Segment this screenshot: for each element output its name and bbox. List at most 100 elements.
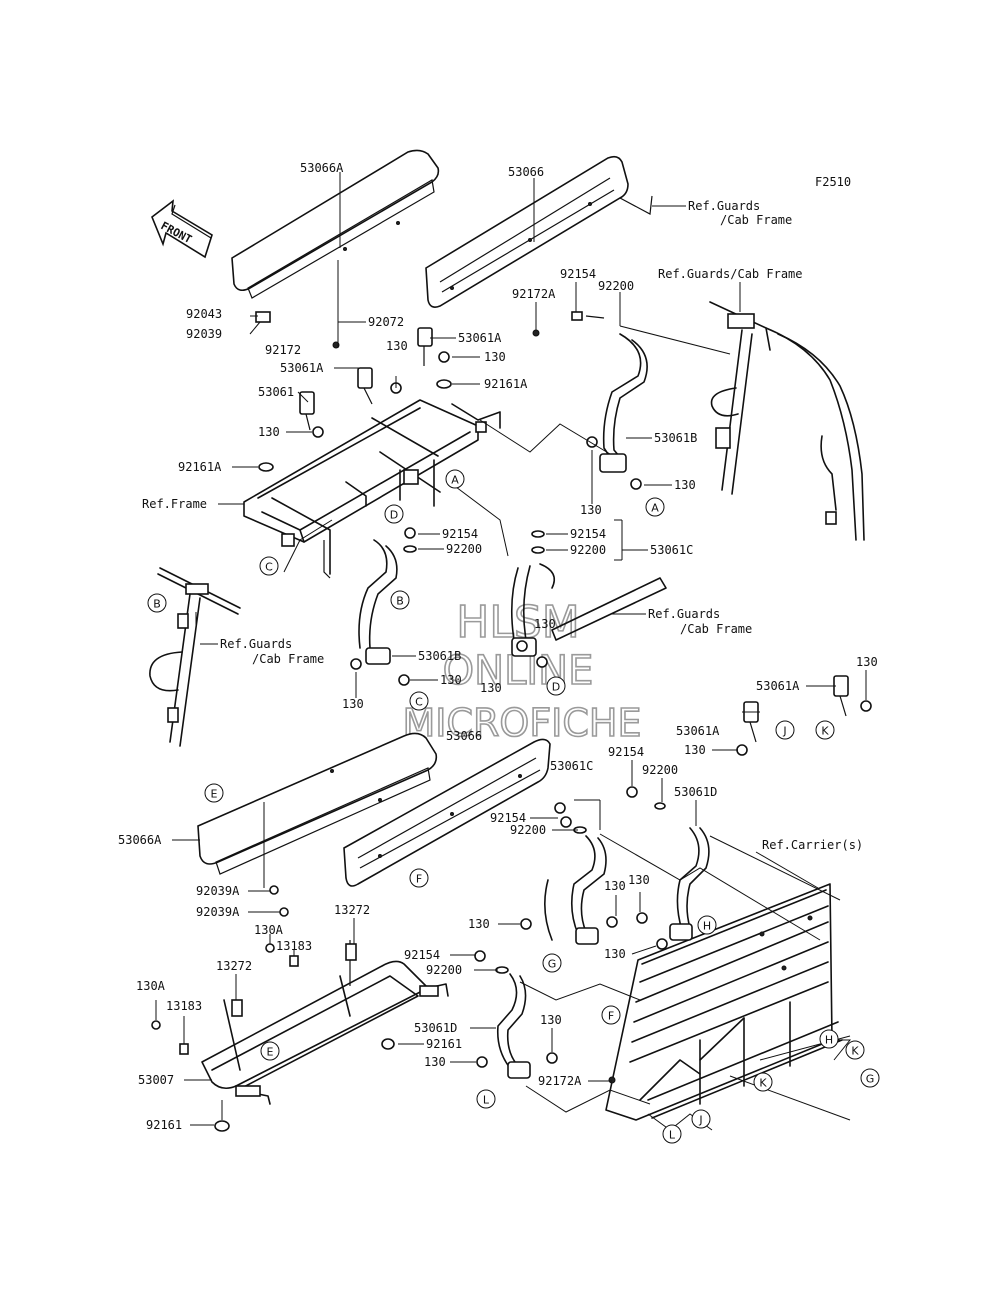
part-label: 130 [424,1055,446,1069]
seat-belt-lower-b [669,827,710,941]
cab-frame-right [709,301,865,541]
svg-text:K: K [851,1045,859,1058]
part-label: 53061 [258,385,294,399]
part-label: 13272 [216,959,252,973]
svg-text:B: B [153,598,161,611]
part-label: 92161A [178,460,222,474]
part-label: 130 [674,478,696,492]
part-label: 53066 [508,165,544,179]
part-label: 92161 [146,1118,182,1132]
part-label: 130 [540,1013,562,1027]
part-label: 53061A [458,331,502,345]
part-label: 53061C [550,759,593,773]
svg-text:H: H [703,920,711,933]
part-label: 92154 [570,527,606,541]
reference-labels: Ref.Guards /Cab Frame Ref.Guards/Cab Fra… [142,199,863,852]
ref-label: Ref.Frame [142,497,207,511]
seat-frame-lower [201,940,449,1105]
part-label: 130 [534,617,556,631]
part-label: 130 [468,917,490,931]
part-label: 130 [628,873,650,887]
carrier-bed [605,883,843,1121]
part-label: 130 [580,503,602,517]
part-label: 92200 [510,823,546,837]
part-label: 130 [856,655,878,669]
callout-marker: F [601,1005,621,1025]
seat-belt-lower-a [544,835,607,945]
watermark: HLSM ONLINE MICROFICHE [402,596,643,746]
callout-marker: F [409,868,429,888]
part-label: 130A [254,923,284,937]
part-label: 92072 [368,315,404,329]
callout-marker: D [384,504,404,524]
callout-marker: J [775,720,795,740]
part-label: 53061B [654,431,697,445]
part-label: 53061A [756,679,800,693]
callout-marker: L [662,1124,682,1144]
ref-label: /Cab Frame [252,652,324,666]
part-label: 53061B [418,649,461,663]
seat-belt-upper-right [599,333,648,473]
buckle-stalks-upper [299,327,433,431]
svg-text:A: A [651,502,659,515]
svg-text:F: F [416,873,422,886]
seat-backrest-upper [425,155,653,308]
svg-text:J: J [698,1114,702,1127]
part-label: 130A [136,979,166,993]
svg-text:D: D [552,681,560,694]
callout-marker: K [815,720,835,740]
part-labels: 53066A 53066 92043 92039 92072 92172 921… [118,161,878,1132]
seat-frame-upper [243,399,501,579]
callout-marker: G [542,953,562,973]
part-label: 53007 [138,1073,174,1087]
callout-marker: E [260,1041,280,1061]
svg-text:D: D [390,509,398,522]
part-label: 92200 [598,279,634,293]
part-label: 130 [440,673,462,687]
part-label: 130 [684,743,706,757]
callout-marker: D [546,676,566,696]
part-label: 92154 [608,745,644,759]
part-label: 92039A [196,884,240,898]
guard-bar-right [551,577,667,641]
ref-label: Ref.Carrier(s) [762,838,863,852]
part-label: 92154 [490,811,526,825]
part-label: 130 [258,425,280,439]
callout-marker: K [845,1040,865,1060]
part-label: 92154 [442,527,478,541]
callout-marker: H [697,915,717,935]
watermark-line-3: MICROFICHE [402,701,641,745]
ref-label: /Cab Frame [680,622,752,636]
part-label: 130 [604,947,626,961]
part-label: 53061C [650,543,693,557]
part-label: 53061A [676,724,720,738]
part-label: 53061D [414,1021,457,1035]
part-label: 92161 [426,1037,462,1051]
part-label: 92154 [560,267,596,281]
part-label: 92200 [426,963,462,977]
svg-text:E: E [267,1046,274,1059]
callout-marker: C [409,691,429,711]
part-label: 92200 [570,543,606,557]
part-label: 13272 [334,903,370,917]
part-label: 92200 [446,542,482,556]
ref-label: Ref.Guards [688,199,760,213]
part-label: 92200 [642,763,678,777]
part-label: 53061A [280,361,324,375]
seat-belt-lower-c [496,973,531,1079]
part-label: 92172A [538,1074,582,1088]
part-label: 92161A [484,377,528,391]
figure-code: F2510 [815,175,851,189]
svg-text:A: A [451,474,459,487]
part-label: 92154 [404,948,440,962]
part-label: 13183 [166,999,202,1013]
part-label: 92172A [512,287,556,301]
svg-text:J: J [782,725,786,738]
svg-text:E: E [211,788,218,801]
callout-marker: G [860,1068,880,1088]
svg-text:G: G [866,1073,875,1086]
svg-text:H: H [825,1034,833,1047]
svg-text:F: F [608,1010,614,1023]
callout-marker: B [390,590,410,610]
